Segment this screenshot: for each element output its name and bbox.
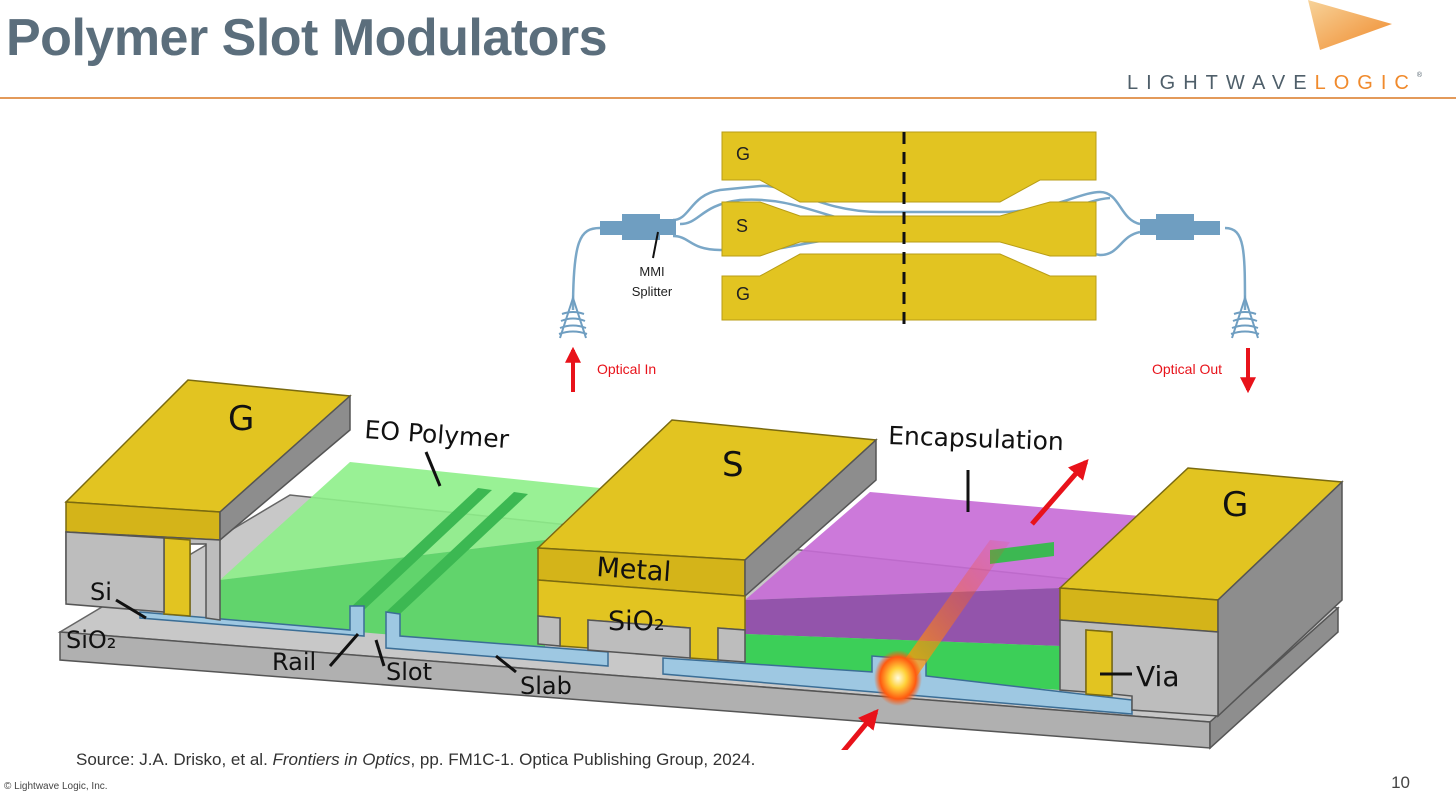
- ground-pad-left: [64, 379, 352, 621]
- header-divider: [0, 97, 1456, 99]
- mzi-top-view: G S G MMI Splitter Optical In Optical Ou…: [558, 131, 1260, 394]
- electrode-label-g-bottom: G: [736, 284, 750, 304]
- light-beam: [890, 540, 1010, 686]
- slide-title: Polymer Slot Modulators: [6, 9, 608, 67]
- label-metal: Metal: [596, 552, 673, 588]
- label-slab: Slab: [520, 672, 572, 700]
- grating-coupler-in-icon: [558, 294, 588, 339]
- label-slot: Slot: [386, 658, 432, 686]
- signal-pad: [536, 419, 878, 663]
- label-eo-polymer: EO Polymer: [364, 415, 511, 454]
- page-number: 10: [1391, 773, 1410, 792]
- label-encapsulation: Encapsulation: [888, 421, 1065, 456]
- output-light-arrow-icon: [1030, 458, 1089, 526]
- label-leaders: [115, 451, 1132, 676]
- optical-in-label: Optical In: [597, 361, 656, 377]
- source-suffix: , pp. FM1C-1. Optica Publishing Group, 2…: [410, 750, 756, 769]
- logo-text-lightwave: LIGHTWAVE: [1127, 72, 1315, 94]
- label-sio2-middle: SiO₂: [608, 606, 665, 637]
- source-prefix: Source: J.A. Drisko, et al.: [76, 750, 273, 769]
- mmi-label-line1: MMI: [639, 264, 664, 279]
- label-via: Via: [1136, 660, 1179, 693]
- electrode-ground-top: [721, 131, 1097, 203]
- mmi-label-leader: [652, 231, 659, 259]
- eo-polymer-body: [220, 540, 545, 648]
- silicon-slab-left: [139, 605, 365, 637]
- input-light-arrow-icon: [841, 708, 879, 750]
- copyright-notice: © Lightwave Logic, Inc.: [4, 781, 108, 792]
- label-sio2-left: SiO₂: [66, 626, 116, 654]
- label-right-g: G: [1222, 485, 1248, 525]
- company-logo: LIGHTWAVELOGIC®: [1127, 72, 1422, 95]
- electrode-label-g-top: G: [736, 144, 750, 164]
- light-spot-icon: [874, 650, 922, 706]
- cross-section-3d: G S G EO Polymer Encapsulation Metal SiO…: [57, 379, 1344, 750]
- logo-text-logic: LOGIC: [1314, 72, 1417, 94]
- electrode-label-s: S: [736, 216, 748, 236]
- electrode-signal: [721, 201, 1097, 257]
- mmi-label-line2: Splitter: [632, 284, 673, 299]
- eo-polymer-top: [220, 462, 600, 580]
- source-journal: Frontiers in Optics: [272, 750, 411, 769]
- label-s: S: [722, 445, 744, 485]
- electrode-ground-bottom: [721, 253, 1097, 321]
- slot-rails: [350, 488, 1054, 614]
- optical-out-label: Optical Out: [1152, 361, 1222, 377]
- encapsulation-top: [745, 492, 1140, 600]
- substrate-side: [1209, 606, 1339, 750]
- grating-coupler-out-icon: [1230, 294, 1260, 339]
- encapsulation-body: [745, 588, 1060, 646]
- mmi-splitter-left: [600, 214, 676, 240]
- registered-mark: ®: [1416, 72, 1422, 79]
- label-left-g: G: [228, 399, 254, 439]
- source-citation: Source: J.A. Drisko, et al. Frontiers in…: [76, 750, 755, 770]
- label-rail: Rail: [272, 648, 316, 676]
- logo-triangle-icon: [1308, 0, 1392, 50]
- modulator-diagram: G S G MMI Splitter Optical In Optical Ou…: [57, 131, 1344, 750]
- label-si: Si: [90, 578, 112, 606]
- mmi-splitter-right: [1140, 214, 1220, 240]
- ground-pad-right: [1058, 467, 1344, 718]
